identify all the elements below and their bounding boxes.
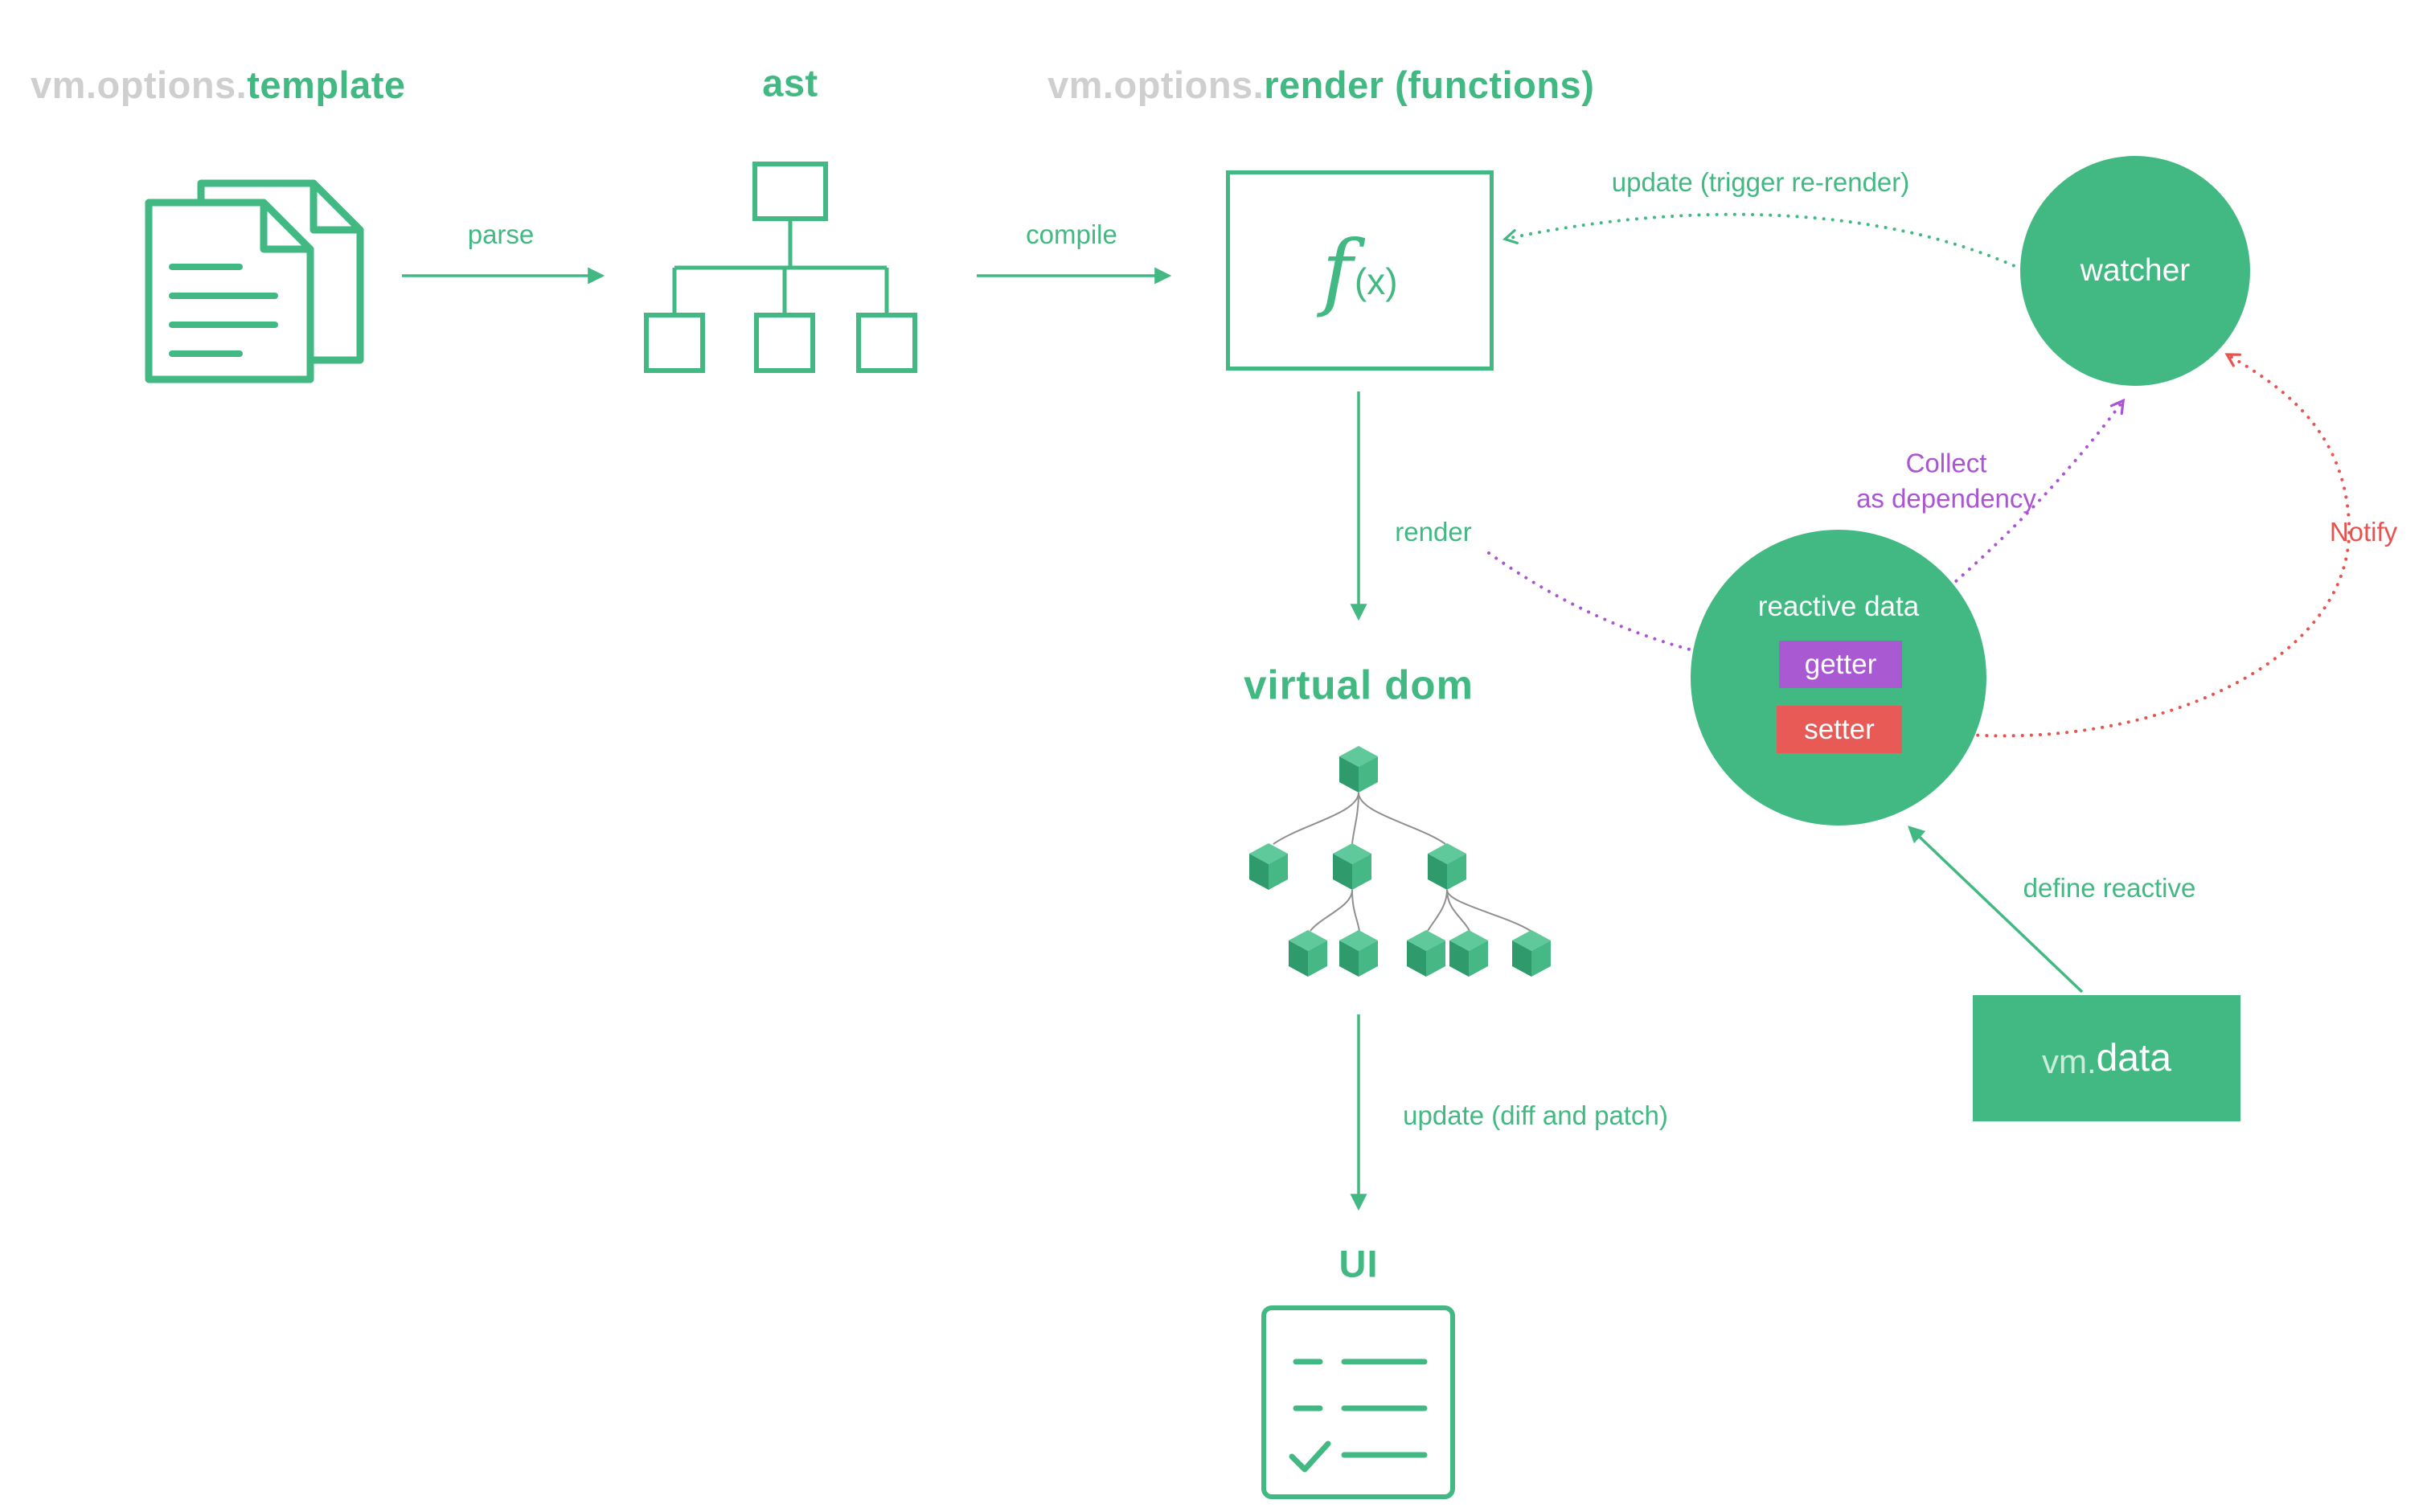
- define-reactive-label: define reactive: [2023, 873, 2196, 903]
- watcher-node: watcher: [2020, 156, 2250, 386]
- virtual-dom-cubes-icon: [1249, 746, 1551, 977]
- fx-f-glyph: f: [1322, 221, 1353, 320]
- reactive-data-node: reactive data getter setter: [1691, 530, 1986, 826]
- vm-data-node: vm.data: [1973, 995, 2240, 1121]
- vm-data-main: data: [2096, 1037, 2172, 1080]
- update-rerender-arrow: [1502, 212, 2023, 271]
- collect-dependency-label: Collect as dependency: [1802, 445, 2091, 515]
- flow-arrows: [402, 267, 2084, 1211]
- vm-data-prefix: vm.: [2041, 1042, 2097, 1080]
- title-ast: ast: [762, 61, 818, 105]
- getter-label: getter: [1804, 648, 1877, 680]
- notify-arrow: [1905, 353, 2351, 738]
- notify-label: Notify: [2329, 517, 2398, 547]
- touch-getter-arrow: [1487, 551, 1770, 671]
- collect-line1: Collect: [1905, 448, 1987, 478]
- virtual-dom-title: virtual dom: [1244, 662, 1474, 708]
- watcher-label: watcher: [2080, 253, 2191, 288]
- title-render-functions: vm.options.render (functions): [1047, 63, 1594, 107]
- parse-label: parse: [467, 219, 535, 249]
- ui-title: UI: [1338, 1242, 1379, 1285]
- render-label: render: [1395, 517, 1472, 547]
- setter-label: setter: [1804, 713, 1875, 745]
- fx-x-glyph: (x): [1354, 260, 1398, 302]
- title-template-main: template: [247, 64, 406, 106]
- title-template-prefix: vm.options.: [31, 64, 248, 106]
- title-render-main: render (functions): [1264, 64, 1595, 106]
- getter-chip: getter: [1779, 641, 1902, 688]
- render-function-node: f(x): [1226, 170, 1494, 371]
- document-pages-icon: [145, 179, 364, 383]
- reactive-data-label: reactive data: [1757, 591, 1920, 622]
- setter-chip: setter: [1777, 706, 1902, 753]
- compile-label: compile: [1026, 219, 1117, 249]
- define-reactive-arrow: [1907, 826, 2084, 994]
- collect-line2: as dependency: [1856, 483, 2036, 513]
- title-render-prefix: vm.options.: [1047, 64, 1265, 106]
- update-diff-label: update (diff and patch): [1403, 1100, 1668, 1130]
- ast-tree-icon: [644, 162, 917, 373]
- title-template: vm.options.template: [31, 63, 406, 107]
- title-ast-text: ast: [762, 61, 818, 104]
- update-rerender-label: update (trigger re-render): [1611, 167, 1910, 197]
- ui-document-icon: [1261, 1305, 1455, 1499]
